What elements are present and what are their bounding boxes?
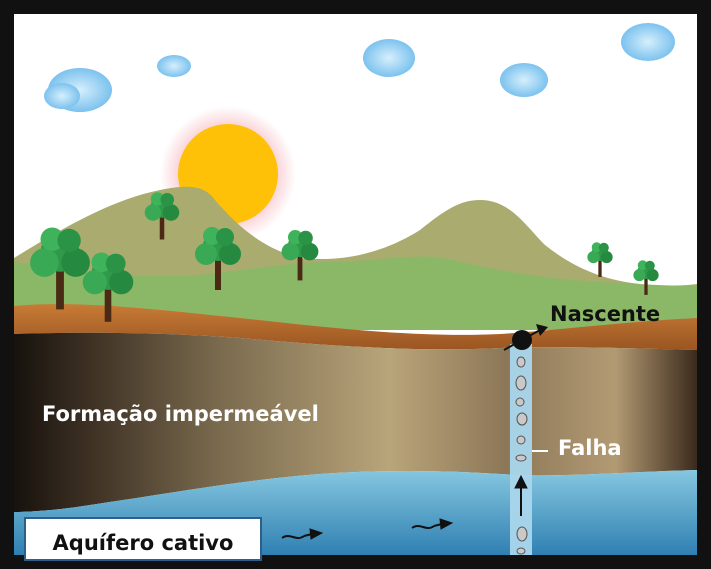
label-nascente: Nascente bbox=[550, 302, 661, 326]
fault-column bbox=[510, 344, 532, 555]
cloud-icon bbox=[621, 23, 675, 61]
cloud-icon bbox=[500, 63, 548, 97]
label-formacao-impermeavel: Formação impermeável bbox=[42, 402, 319, 426]
label-aquifero-cativo: Aquífero cativo bbox=[52, 531, 234, 555]
cloud-icon bbox=[363, 39, 415, 77]
pebble-icon bbox=[515, 356, 528, 555]
spring-icon bbox=[503, 324, 548, 351]
flow-arrow-icon bbox=[281, 528, 324, 540]
flow-arrow-icon bbox=[411, 518, 454, 530]
cloud-icon bbox=[157, 55, 191, 77]
flow-arrow-icon bbox=[514, 474, 528, 516]
label-falha: Falha bbox=[558, 436, 622, 460]
label-box-aquifero: Aquífero cativo bbox=[24, 517, 262, 561]
cloud-icon bbox=[44, 68, 112, 112]
hills-near bbox=[14, 256, 697, 330]
